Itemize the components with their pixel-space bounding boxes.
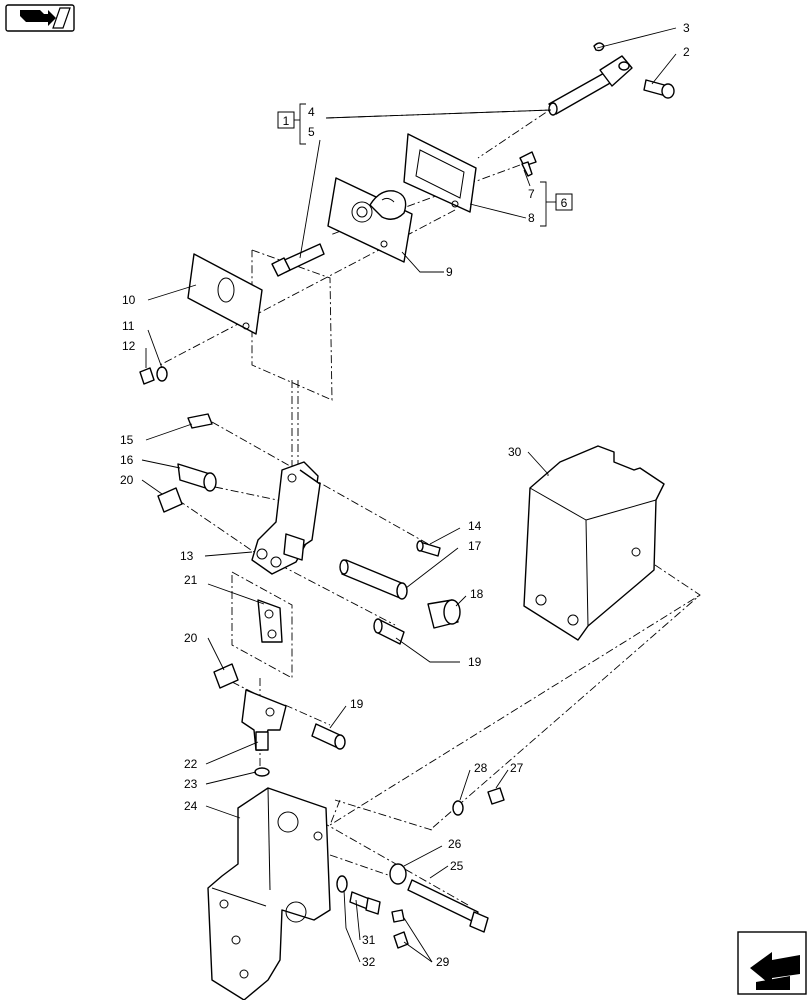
part-8-gasket bbox=[403, 133, 477, 213]
part-19-pin-upper bbox=[373, 618, 405, 645]
callout-19a: 19 bbox=[468, 655, 482, 669]
part-16-bushing bbox=[177, 463, 217, 492]
callout-17: 17 bbox=[468, 539, 482, 553]
next-page-arrow-icon[interactable] bbox=[737, 931, 807, 995]
callout-5: 5 bbox=[308, 125, 315, 139]
callout-30: 30 bbox=[508, 445, 522, 459]
callout-15: 15 bbox=[120, 433, 134, 447]
part-13-pedal-arm bbox=[251, 461, 321, 575]
callout-4: 4 bbox=[308, 105, 315, 119]
callout-31: 31 bbox=[362, 933, 376, 947]
callout-28: 28 bbox=[474, 761, 488, 775]
group-bracket-1: 1 bbox=[277, 103, 306, 145]
part-22-clevis bbox=[241, 689, 287, 751]
callout-32: 32 bbox=[362, 955, 376, 969]
part-11-washer bbox=[156, 366, 168, 382]
callout-9: 9 bbox=[446, 265, 453, 279]
part-7-screw bbox=[519, 151, 537, 177]
part-32-washer bbox=[336, 875, 348, 893]
callout-12: 12 bbox=[122, 339, 136, 353]
callout-16: 16 bbox=[120, 453, 134, 467]
part-12-nut bbox=[139, 367, 155, 385]
part-24-bracket bbox=[207, 787, 331, 1000]
part-18-bushing bbox=[427, 599, 461, 629]
part-9-plate bbox=[327, 177, 413, 263]
callout-21: 21 bbox=[184, 573, 198, 587]
part-26-washer bbox=[389, 863, 407, 885]
callout-labels: 3 2 4 5 7 8 9 10 11 12 15 16 20 13 14 17… bbox=[120, 21, 690, 969]
part-27-nut bbox=[487, 787, 505, 805]
callout-11: 11 bbox=[122, 319, 135, 333]
part-14-pin bbox=[416, 540, 441, 557]
part-29-screws bbox=[391, 909, 409, 949]
callout-20b: 20 bbox=[184, 631, 198, 645]
callout-8: 8 bbox=[528, 211, 535, 225]
book-arrow-icon[interactable] bbox=[5, 4, 75, 32]
part-30-cover bbox=[523, 445, 665, 641]
part-28-washer bbox=[452, 800, 464, 816]
callout-23: 23 bbox=[184, 777, 198, 791]
part-19-pin-lower bbox=[311, 723, 346, 750]
callout-25: 25 bbox=[450, 859, 464, 873]
group-label-1: 1 bbox=[283, 114, 290, 128]
callout-20a: 20 bbox=[120, 473, 134, 487]
part-23-washer bbox=[254, 767, 270, 777]
callout-22: 22 bbox=[184, 757, 198, 771]
callout-19b: 19 bbox=[350, 697, 364, 711]
part-31-screw bbox=[349, 891, 381, 915]
callout-7: 7 bbox=[528, 187, 535, 201]
callout-24: 24 bbox=[184, 799, 198, 813]
group-label-6: 6 bbox=[561, 196, 568, 210]
callout-29: 29 bbox=[436, 955, 450, 969]
part-10-plate bbox=[187, 253, 263, 335]
leader-lines bbox=[141, 27, 677, 963]
callout-26: 26 bbox=[448, 837, 462, 851]
part-2-pin bbox=[643, 79, 675, 99]
part-20-clip-lower bbox=[213, 663, 239, 689]
group-bracket-6: 6 bbox=[540, 181, 573, 227]
callout-18: 18 bbox=[470, 587, 484, 601]
part-17-tube bbox=[339, 559, 408, 600]
callout-27: 27 bbox=[510, 761, 524, 775]
part-21-link bbox=[257, 599, 283, 643]
part-20-clip bbox=[157, 487, 183, 513]
part-15-clip bbox=[187, 413, 213, 429]
part-5-bolt bbox=[271, 243, 325, 277]
callout-2: 2 bbox=[683, 45, 690, 59]
callout-3: 3 bbox=[683, 21, 690, 35]
callout-14: 14 bbox=[468, 519, 482, 533]
callout-10: 10 bbox=[122, 293, 136, 307]
callout-13: 13 bbox=[180, 549, 194, 563]
part-25-bolt bbox=[407, 879, 489, 933]
part-4-rod bbox=[548, 55, 633, 116]
